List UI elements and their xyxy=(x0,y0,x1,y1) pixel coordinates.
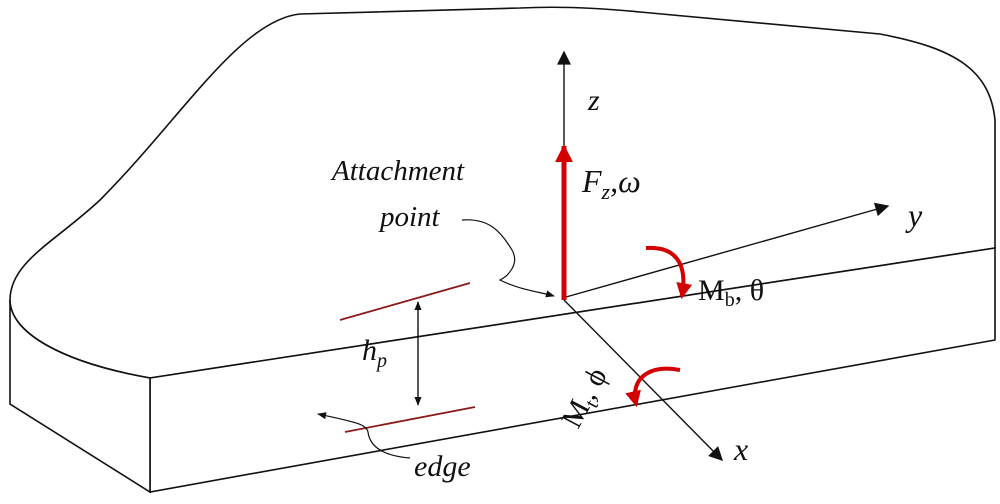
edge-leader xyxy=(317,412,411,459)
bending-moment-label: Mb, θ xyxy=(698,274,764,311)
z-axis-label: z xyxy=(587,84,600,117)
x-axis xyxy=(563,299,723,461)
thickness-label: hp xyxy=(362,334,387,372)
edge-label: edge xyxy=(414,450,471,483)
edge-highlight-top xyxy=(339,282,471,321)
attachment-leader xyxy=(461,219,555,298)
torsion-moment-arrow xyxy=(625,366,681,408)
y-axis-label: y xyxy=(905,197,923,233)
bending-moment-arrow xyxy=(645,245,693,300)
edge-highlight-bottom xyxy=(344,406,476,433)
plate xyxy=(9,6,996,494)
x-axis-label: x xyxy=(733,431,748,467)
y-axis xyxy=(565,202,890,298)
attachment-label-line2: point xyxy=(378,201,441,233)
attachment-label-line1: Attachment xyxy=(330,155,465,187)
plate-side-face xyxy=(9,299,151,494)
force-label: Fz,ω xyxy=(581,163,641,204)
